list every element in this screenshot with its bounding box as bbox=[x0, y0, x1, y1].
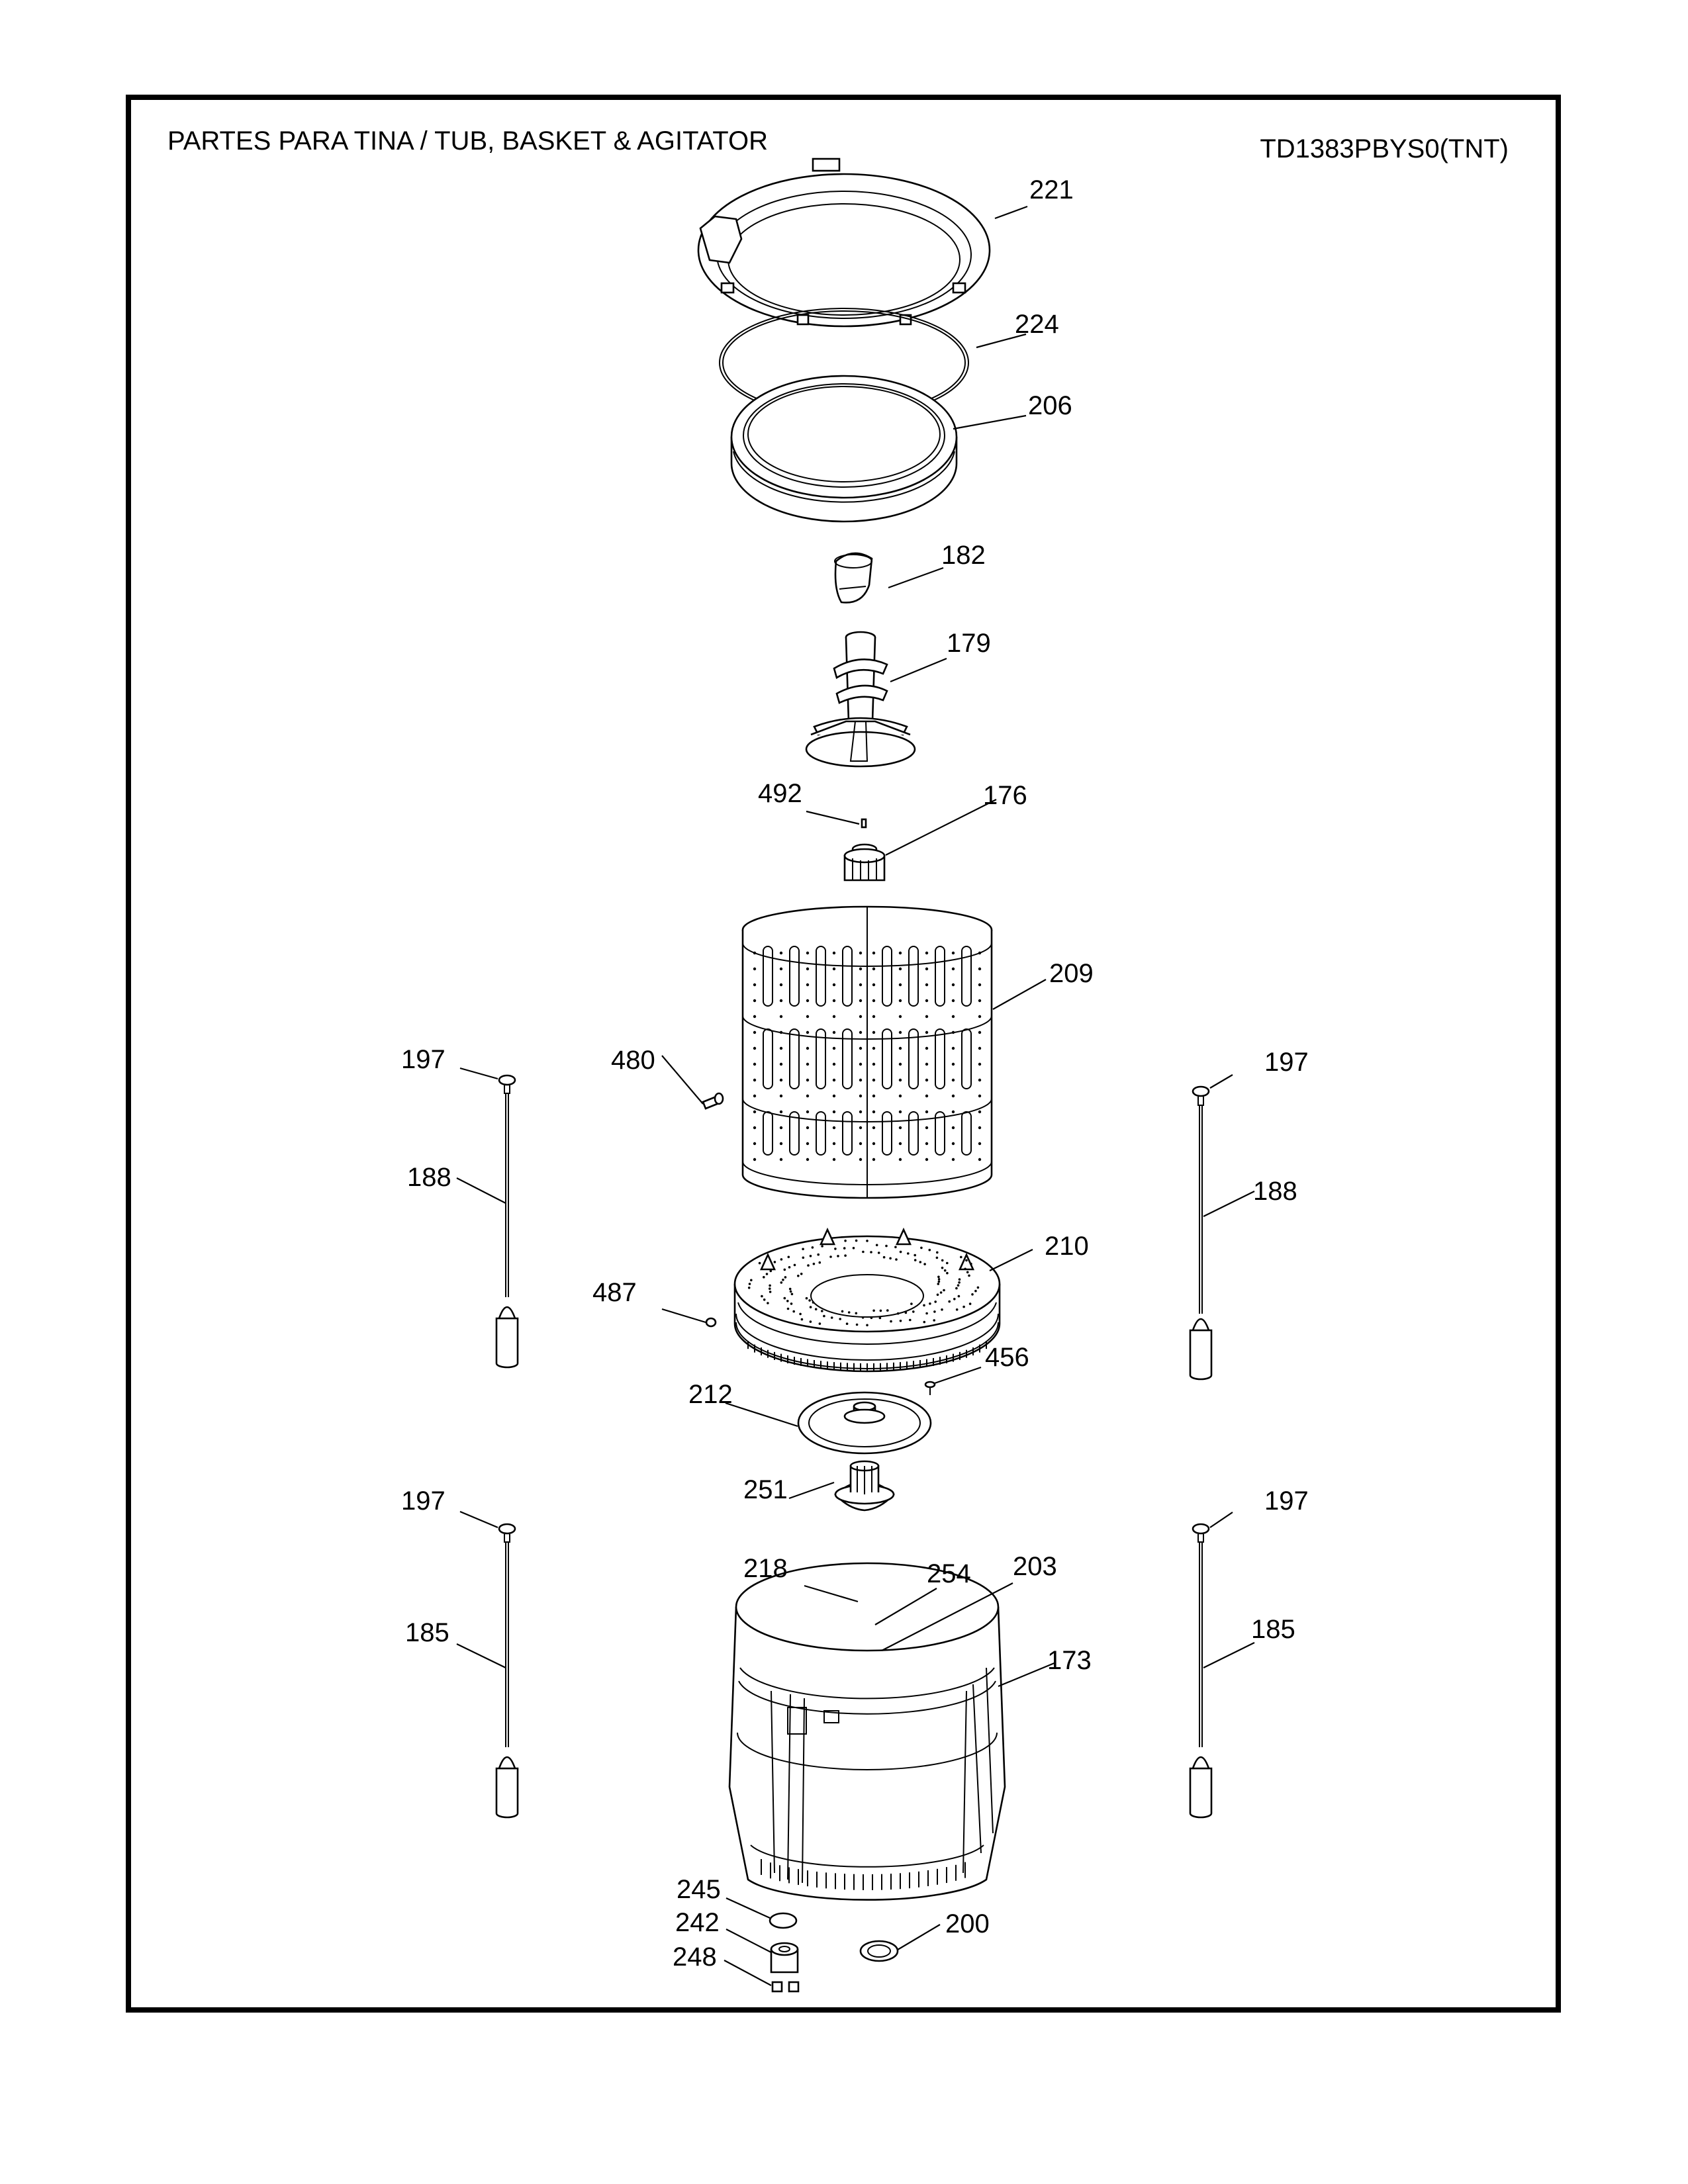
part-suspension-rod-right-188[interactable] bbox=[1189, 1085, 1213, 1381]
callout-206: 206 bbox=[1028, 391, 1072, 420]
part-clip-248[interactable] bbox=[771, 1981, 800, 1993]
part-basket-base-210[interactable] bbox=[733, 1227, 1001, 1373]
callout-254: 254 bbox=[927, 1559, 971, 1588]
part-agitator-179[interactable] bbox=[805, 631, 916, 768]
callout-173: 173 bbox=[1047, 1646, 1092, 1675]
callout-212: 212 bbox=[688, 1380, 733, 1409]
part-seal-200[interactable] bbox=[859, 1940, 899, 1962]
callout-248: 248 bbox=[673, 1942, 717, 1972]
callout-185-right: 185 bbox=[1251, 1615, 1295, 1644]
part-bearing-242[interactable] bbox=[770, 1942, 799, 1974]
callout-221: 221 bbox=[1029, 175, 1074, 205]
leader-lines bbox=[456, 205, 1255, 1986]
callout-200: 200 bbox=[945, 1909, 990, 1938]
callout-188-right: 188 bbox=[1253, 1177, 1297, 1206]
callout-480: 480 bbox=[611, 1046, 655, 1075]
part-suspension-rod-left-185[interactable] bbox=[495, 1523, 519, 1819]
callout-197-top-right: 197 bbox=[1264, 1048, 1309, 1077]
callout-185-left: 185 bbox=[405, 1618, 449, 1647]
part-suspension-rod-left-188[interactable] bbox=[495, 1074, 519, 1369]
callout-176: 176 bbox=[983, 781, 1027, 810]
part-agitator-cap-182[interactable] bbox=[834, 552, 873, 604]
callout-179: 179 bbox=[947, 629, 991, 658]
callout-251: 251 bbox=[743, 1475, 788, 1504]
part-balance-ring-206[interactable] bbox=[730, 375, 958, 523]
callout-197-bottom-left: 197 bbox=[401, 1486, 445, 1516]
part-ring-245[interactable] bbox=[769, 1912, 798, 1929]
callout-218: 218 bbox=[743, 1554, 788, 1583]
callout-245: 245 bbox=[677, 1875, 721, 1904]
part-tub-cover-221[interactable] bbox=[697, 158, 991, 328]
callout-188-left: 188 bbox=[407, 1163, 451, 1192]
part-flange-251[interactable] bbox=[834, 1460, 895, 1512]
part-screw-487[interactable] bbox=[705, 1317, 717, 1328]
callout-224: 224 bbox=[1015, 310, 1059, 339]
part-screw-480[interactable] bbox=[702, 1092, 724, 1110]
part-hub-212[interactable] bbox=[797, 1391, 932, 1455]
callout-197-top-left: 197 bbox=[401, 1045, 445, 1074]
callout-182: 182 bbox=[941, 541, 986, 570]
part-screw-456[interactable] bbox=[924, 1381, 936, 1395]
part-screw-492[interactable] bbox=[861, 818, 867, 829]
callout-209: 209 bbox=[1049, 959, 1094, 988]
part-suspension-rod-right-185[interactable] bbox=[1189, 1523, 1213, 1819]
part-coupling-176[interactable] bbox=[843, 843, 886, 882]
model-number: TD1383PBYS0(TNT) bbox=[1260, 134, 1509, 163]
callout-456: 456 bbox=[985, 1343, 1029, 1372]
part-outer-tub-173[interactable] bbox=[728, 1562, 1006, 1901]
callout-197-bottom-right: 197 bbox=[1264, 1486, 1309, 1516]
callout-492: 492 bbox=[758, 779, 802, 808]
diagram-frame bbox=[126, 95, 1561, 2013]
callout-487: 487 bbox=[592, 1278, 637, 1307]
callout-203: 203 bbox=[1013, 1552, 1057, 1581]
diagram-title: PARTES PARA TINA / TUB, BASKET & AGITATO… bbox=[167, 126, 768, 156]
part-basket-209[interactable] bbox=[741, 905, 993, 1199]
callout-210: 210 bbox=[1045, 1232, 1089, 1261]
callout-242: 242 bbox=[675, 1908, 720, 1937]
